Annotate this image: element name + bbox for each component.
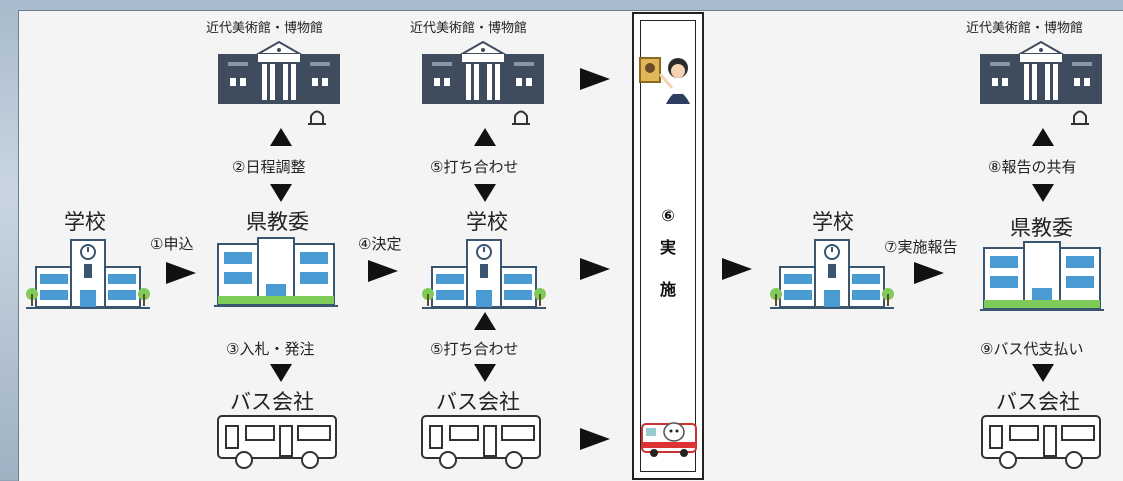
diagram-panel	[18, 10, 1123, 481]
bus-label-3: バス会社	[996, 390, 1080, 414]
telescope-icon	[1071, 110, 1089, 125]
arrow-right-icon	[722, 258, 752, 280]
arrow-down-icon	[270, 364, 292, 382]
step1-label: ①申込	[150, 235, 194, 253]
telescope-icon	[308, 110, 326, 125]
step2-label: ②日程調整	[232, 158, 306, 176]
step5-label-bottom: ⑤打ち合わせ	[430, 340, 519, 358]
implementation-column: ⑥ 実 施	[632, 12, 704, 480]
step8-label: ⑧報告の共有	[988, 158, 1077, 176]
arrow-up-icon	[474, 128, 496, 146]
bus-mascot-icon	[641, 422, 697, 457]
museum-icon	[218, 40, 340, 104]
museum-label-3: 近代美術館・博物館	[966, 21, 1084, 36]
museum-icon	[980, 40, 1102, 104]
arrow-right-icon	[580, 68, 610, 90]
step4-label: ④決定	[358, 235, 402, 253]
arrow-right-icon	[914, 262, 944, 284]
school-label-2: 学校	[466, 210, 508, 234]
arrow-right-icon	[166, 262, 196, 284]
step6-char-2: 施	[659, 280, 676, 299]
step9-label: ⑨バス代支払い	[980, 340, 1084, 358]
bus-icon	[981, 415, 1101, 469]
step6-number: ⑥	[661, 206, 675, 225]
arrow-up-icon	[474, 312, 496, 330]
arrow-down-icon	[1032, 364, 1054, 382]
bus-label-1: バス会社	[230, 390, 314, 414]
museum-label-2: 近代美術館・博物館	[410, 21, 528, 36]
school-label-1: 学校	[64, 210, 106, 234]
arrow-down-icon	[474, 364, 496, 382]
school-icon	[26, 239, 150, 309]
arrow-down-icon	[474, 184, 496, 202]
guide-person-icon	[639, 57, 690, 104]
step7-label: ⑦実施報告	[884, 238, 958, 256]
bus-icon	[217, 415, 337, 469]
arrow-right-icon	[368, 260, 398, 282]
board-label-2: 県教委	[1010, 216, 1073, 240]
school-icon	[770, 239, 894, 309]
telescope-icon	[512, 110, 530, 125]
step6-char-1: 実	[659, 238, 676, 257]
arrow-up-icon	[270, 128, 292, 146]
museum-label-1: 近代美術館・博物館	[206, 21, 324, 36]
step5-label-top: ⑤打ち合わせ	[430, 158, 519, 176]
arrow-down-icon	[270, 184, 292, 202]
school-icon	[422, 239, 546, 309]
board-office-icon	[214, 237, 338, 307]
board-label-1: 県教委	[246, 210, 309, 234]
arrow-right-icon	[580, 258, 610, 280]
school-label-3: 学校	[812, 210, 854, 234]
bus-label-2: バス会社	[436, 390, 520, 414]
arrow-down-icon	[1032, 184, 1054, 202]
step3-label: ③入札・発注	[226, 340, 315, 358]
museum-icon	[422, 40, 544, 104]
implementation-inner-border	[640, 20, 696, 472]
bus-icon	[421, 415, 541, 469]
arrow-up-icon	[1032, 128, 1054, 146]
arrow-right-icon	[580, 428, 610, 450]
board-office-icon	[980, 241, 1104, 311]
